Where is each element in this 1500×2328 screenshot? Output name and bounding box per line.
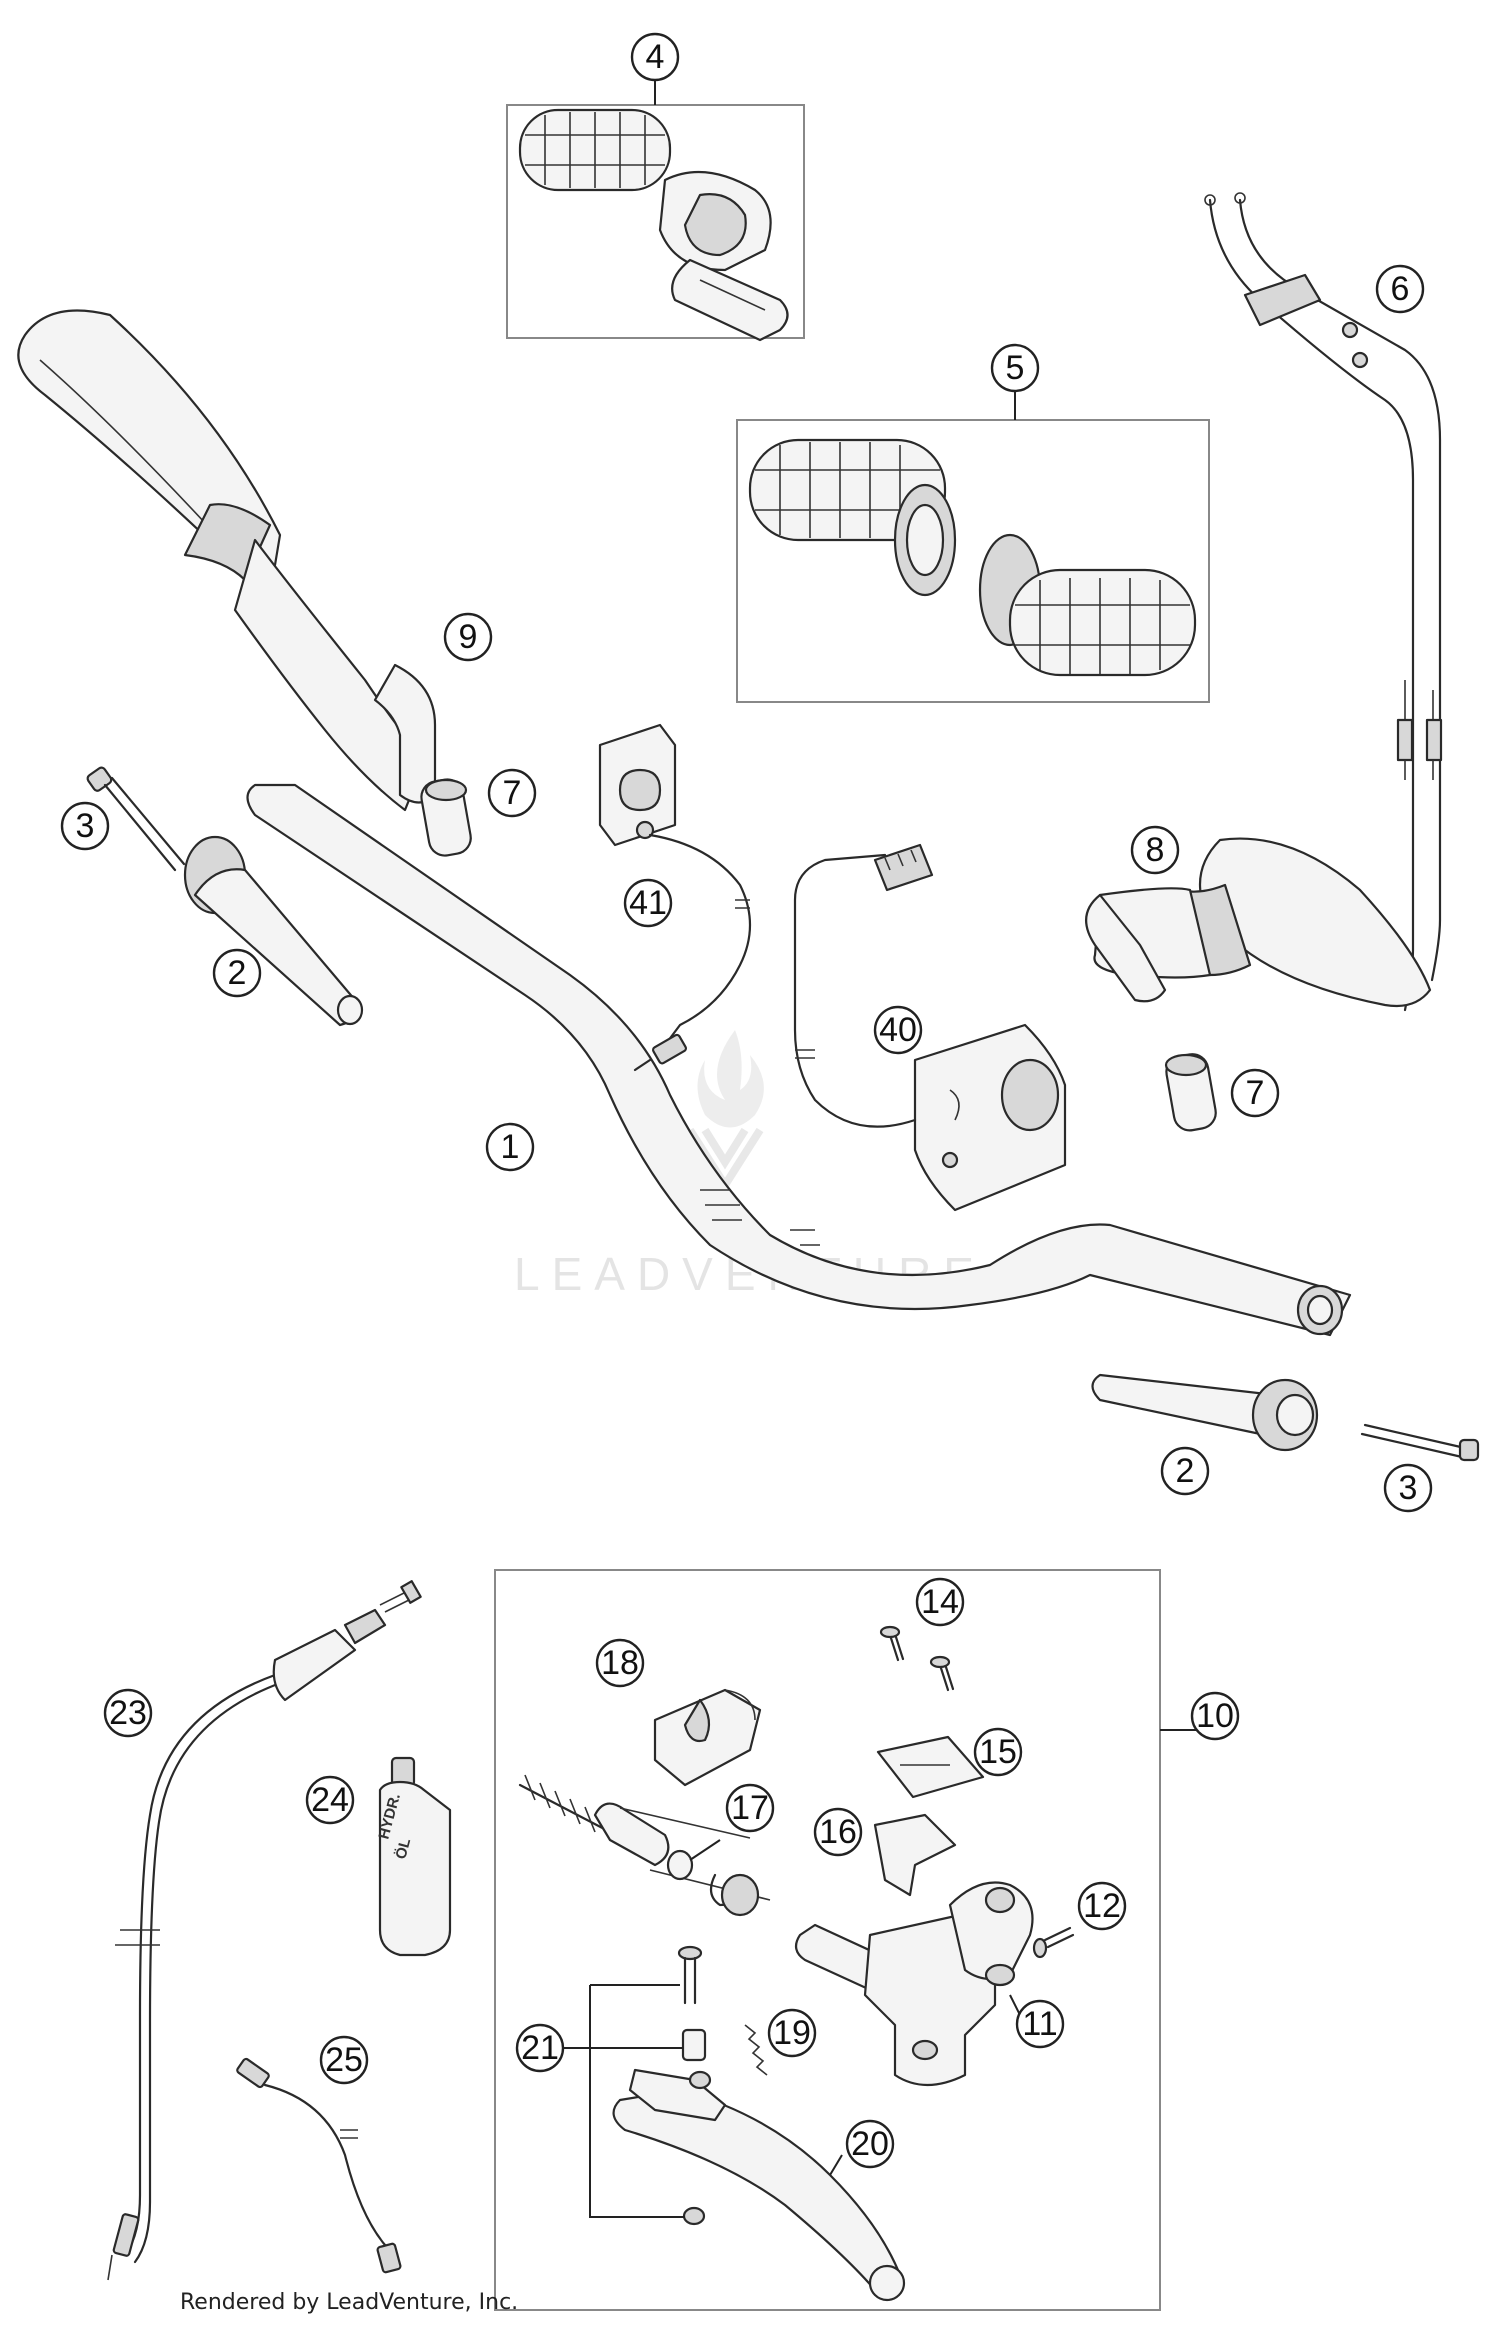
callout-21: 21 [515,2023,565,2073]
part-19-spring [744,2024,768,2076]
svg-text:16: 16 [819,1813,857,1851]
svg-text:25: 25 [325,2041,363,2079]
part-7-bar-end-lower [1164,1053,1217,1132]
callout-17: 17 [725,1783,775,1833]
part-2-bar-end-left [183,835,364,1027]
callout-20: 20 [845,2119,895,2169]
svg-text:7: 7 [503,774,522,812]
callout-1: 1 [485,1122,535,1172]
part-4-throttle-grip [518,108,789,342]
part-9-mirror-left [17,309,437,812]
callout-12: 12 [1077,1881,1127,1931]
callout-3-left: 3 [60,801,110,851]
svg-text:1: 1 [501,1128,520,1166]
svg-text:8: 8 [1146,831,1165,869]
svg-text:10: 10 [1196,1697,1234,1735]
svg-text:3: 3 [76,807,95,845]
part-3-bolt-left [86,766,186,872]
callout-25: 25 [319,2035,369,2085]
callout-14: 14 [915,1577,965,1627]
callout-2-right: 2 [1160,1446,1210,1496]
part-23-brake-line [107,1580,422,2281]
part-41-switch-connector [598,723,752,1072]
svg-text:20: 20 [851,2125,889,2163]
callout-4: 4 [630,32,680,82]
svg-text:23: 23 [109,1694,147,1732]
svg-text:24: 24 [311,1781,349,1819]
svg-text:40: 40 [879,1011,917,1049]
svg-text:18: 18 [601,1644,639,1682]
part-8-mirror-right [1085,837,1432,1008]
svg-text:14: 14 [921,1583,959,1621]
part-12-screw [1032,1926,1075,1959]
callout-7-upper: 7 [487,768,537,818]
callout-23: 23 [103,1688,153,1738]
part-18-clamp [653,1688,762,1787]
part-5-grips [748,438,1197,677]
part-25-sensor-cable [236,2057,402,2274]
part-40-switch [793,843,1067,1212]
callout-9: 9 [443,612,493,662]
part-5-box [736,419,1210,703]
callout-40: 40 [873,1005,923,1055]
svg-text:19: 19 [773,2014,811,2052]
callout-6: 6 [1375,264,1425,314]
svg-text:4: 4 [646,38,665,76]
svg-text:9: 9 [459,618,478,656]
callout-16: 16 [813,1807,863,1857]
credit-text: Rendered by LeadVenture, Inc. [180,2290,519,2315]
callout-18: 18 [595,1638,645,1688]
oil-label-line2: ÖL [392,1837,414,1862]
part-7-bar-end-upper [420,778,472,857]
svg-text:17: 17 [731,1789,769,1827]
svg-text:7: 7 [1246,1074,1265,1112]
part-11-master-cylinder [794,1881,1034,2086]
part-20-brake-lever [612,2068,906,2302]
callout-5: 5 [990,343,1040,393]
part-15-cover [876,1735,985,1799]
part-2-bar-end-right [1091,1373,1319,1452]
callout-3-right: 3 [1383,1463,1433,1513]
callout-15: 15 [973,1727,1023,1777]
part-10-box [494,1569,1161,2311]
svg-text:2: 2 [1176,1452,1195,1490]
part-6-throttle-cables [1204,192,1443,1012]
callout-41: 41 [623,878,673,928]
part-21-pivot-parts [540,1945,707,2226]
svg-text:6: 6 [1391,270,1410,308]
callout-11: 11 [1015,1999,1065,2049]
callout-8: 8 [1130,825,1180,875]
svg-text:11: 11 [1022,2005,1057,2043]
callout-19: 19 [767,2008,817,2058]
svg-text:3: 3 [1399,1469,1418,1507]
part-1-handlebar [246,783,1352,1337]
callout-24: 24 [305,1775,355,1825]
callout-7-lower: 7 [1230,1068,1280,1118]
svg-text:41: 41 [629,884,667,922]
svg-text:15: 15 [979,1733,1017,1771]
svg-text:21: 21 [521,2029,559,2067]
svg-text:5: 5 [1006,349,1025,387]
part-17-piston [518,1774,771,1917]
callout-2-left: 2 [212,948,262,998]
part-3-bolt-right [1360,1423,1480,1462]
svg-text:12: 12 [1083,1887,1121,1925]
callout-10: 10 [1190,1691,1240,1741]
part-24-hydraulic-oil: HYDR. ÖL [375,1756,452,1957]
svg-text:2: 2 [228,954,247,992]
part-14-screws [879,1625,955,1692]
part-16-bracket [873,1813,957,1897]
